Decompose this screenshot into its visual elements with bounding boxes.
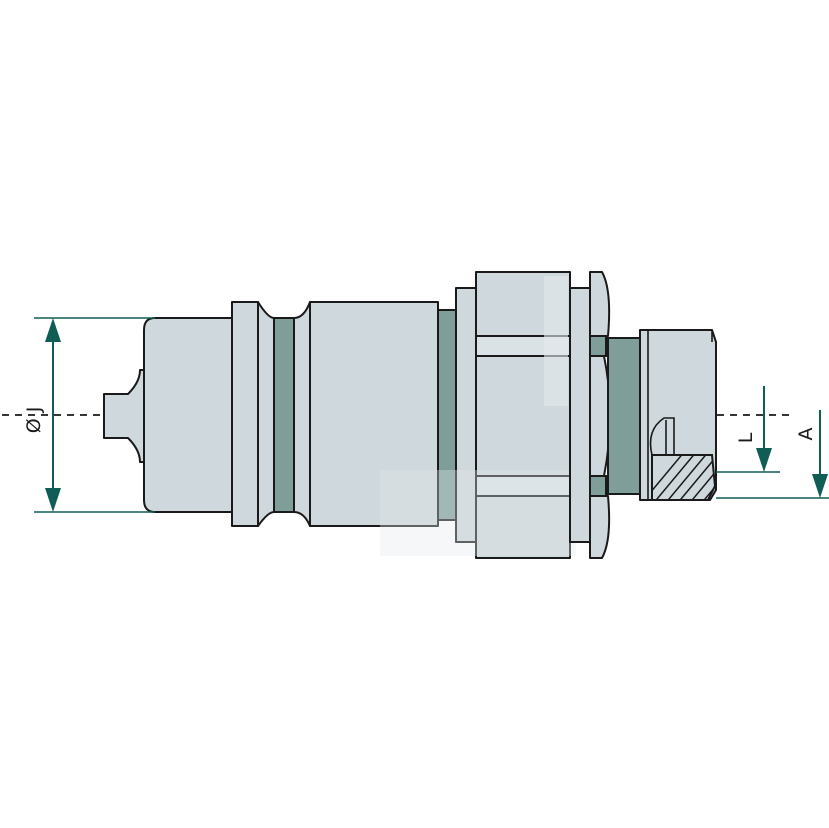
offset-label: A [795, 428, 817, 441]
arrow-down [756, 448, 772, 472]
front-sleeve [143, 317, 233, 513]
coupling-body [103, 271, 717, 559]
diameter-label: Ø J [23, 407, 45, 434]
collar-taper [257, 301, 275, 527]
arrow-down [812, 474, 828, 498]
hex-nut [380, 271, 576, 559]
diameter-dimension: Ø J [23, 317, 155, 513]
thread-section [651, 454, 717, 501]
body-taper [293, 301, 311, 527]
offset-dimension: A [716, 410, 829, 499]
thin-washer [569, 287, 591, 543]
collar [231, 301, 259, 527]
length-dimension: L [716, 386, 780, 473]
threaded-stem [607, 337, 641, 495]
arrow-up [45, 318, 61, 342]
main-sleeve [309, 301, 439, 527]
groove-seal [273, 317, 295, 513]
end-fitting [639, 329, 717, 501]
length-label: L [735, 432, 757, 443]
arrow-down [45, 488, 61, 512]
lock-nut [589, 271, 611, 559]
valve-tip [103, 369, 149, 463]
